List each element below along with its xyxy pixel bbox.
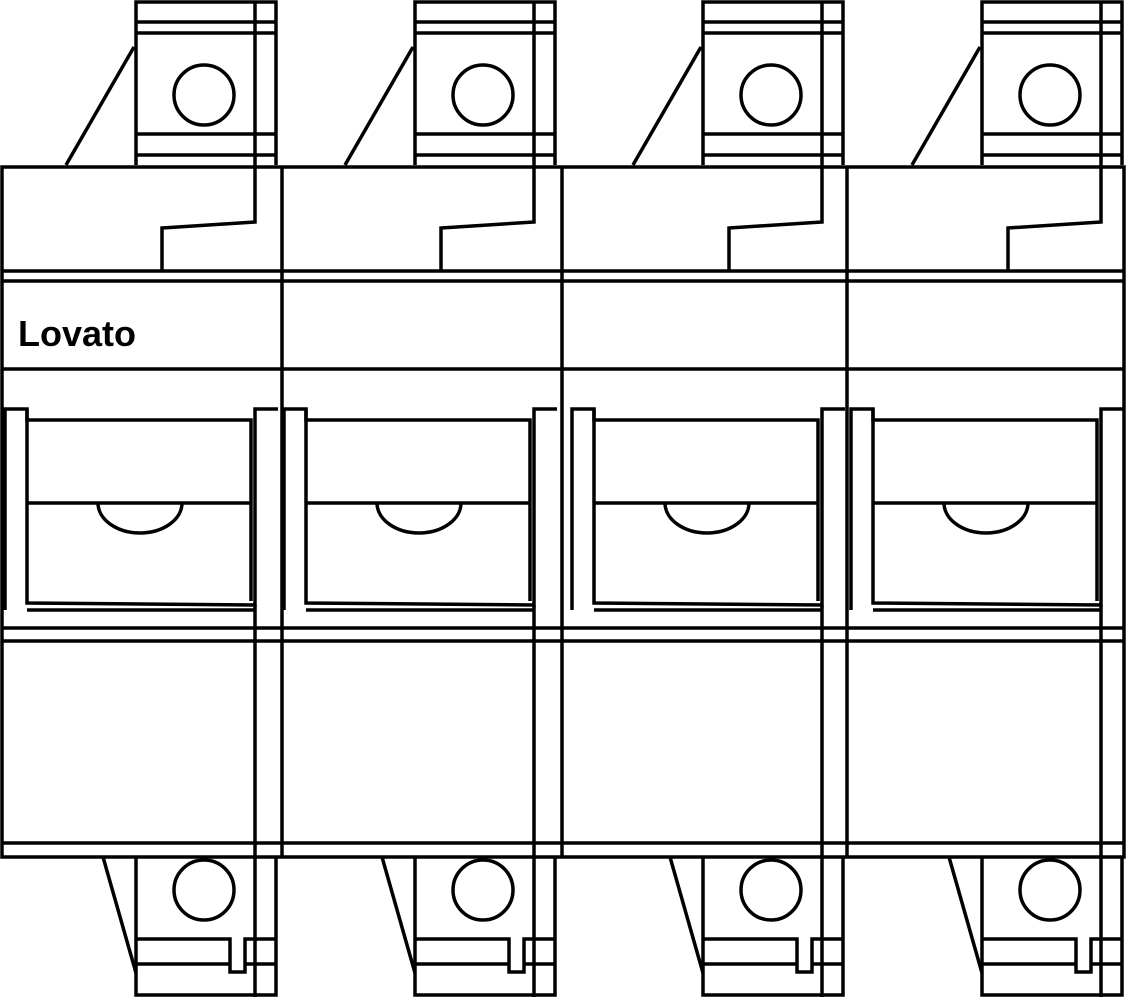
bottom-latch [136,937,276,974]
housing [0,165,1126,859]
brand-label: Lovato [18,313,137,354]
top-step [160,165,257,271]
carrier-inner [871,409,1099,601]
bottom-latch [982,937,1122,974]
terminal-slope [631,46,703,166]
pole-1 [3,0,278,997]
pole-4 [849,0,1124,997]
bottom-terminal [134,857,278,997]
bottom-screw-icon [172,858,236,922]
top-terminal [413,0,557,165]
terminal-slope [343,46,415,166]
carrier-inner [304,409,532,601]
carrier-frame [570,407,845,610]
carrier-frame [849,407,1124,610]
terminal-slope [947,856,984,974]
bottom-terminal [980,857,1124,997]
carrier-inner [25,409,253,601]
carrier-inner [592,409,820,601]
carrier-handle [96,502,184,535]
carrier-frame [282,407,557,610]
top-terminal [980,0,1124,165]
top-terminal [701,0,845,165]
top-step [1006,165,1103,271]
terminal-slope [64,46,136,166]
top-screw-icon [451,63,515,127]
top-terminal [134,0,278,165]
carrier-handle [942,502,1030,535]
bottom-terminal [413,857,557,997]
top-screw-icon [172,63,236,127]
terminal-slope [380,856,417,974]
bottom-screw-icon [451,858,515,922]
bottom-latch [703,937,843,974]
carrier-frame [3,407,278,610]
top-step [439,165,536,271]
pole-2 [282,0,557,997]
terminal-slope [101,856,138,974]
carrier-handle [663,502,751,535]
terminal-slope [910,46,982,166]
top-screw-icon [739,63,803,127]
terminal-slope [668,856,705,974]
top-screw-icon [1018,63,1082,127]
carrier-handle [375,502,463,535]
bottom-screw-icon [739,858,803,922]
top-step [727,165,824,271]
bottom-latch [415,937,555,974]
bottom-screw-icon [1018,858,1082,922]
pole-3 [570,0,845,997]
bottom-terminal [701,857,845,997]
